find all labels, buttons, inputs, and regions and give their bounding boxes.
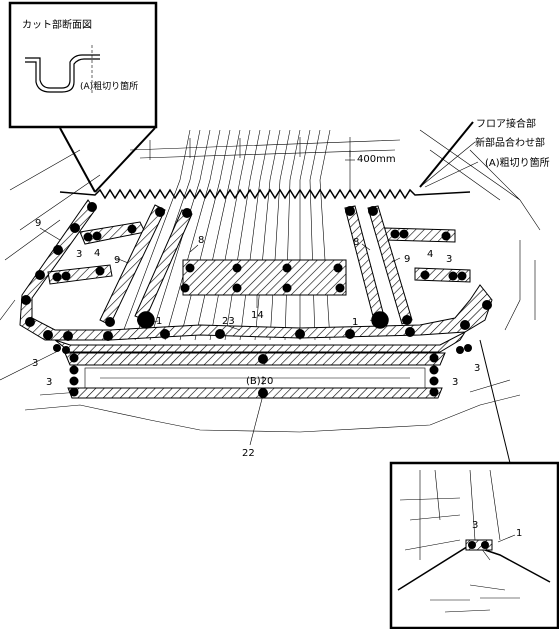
- label-3-right: 3: [446, 254, 452, 265]
- leader-lines: [39, 121, 511, 464]
- label-3-lower-right1: 3: [474, 363, 480, 374]
- center-panel: [182, 259, 347, 296]
- inset-cross-section: カット部断面図 (A)粗切り箇所: [8, 1, 158, 129]
- right-rails: [344, 205, 471, 325]
- inset-label-a: (A)粗切り箇所: [80, 80, 138, 92]
- callout-dimension: 400mm: [357, 154, 396, 165]
- callout-labels: フロア接合部 新部品合わせ部 (A)粗切り箇所 400mm: [357, 117, 550, 169]
- inset-detail: 3 1: [389, 461, 559, 629]
- inset-label-3: 3: [472, 520, 478, 531]
- callout-floor-joint: フロア接合部: [476, 117, 536, 130]
- label-3-lower-left1: 3: [32, 358, 38, 369]
- label-3-left: 3: [76, 249, 82, 260]
- label-9-left2: 9: [114, 255, 120, 266]
- label-4-left: 4: [94, 248, 100, 259]
- label-23: 23: [222, 316, 235, 327]
- label-22: 22: [242, 448, 255, 459]
- label-14: 14: [251, 310, 264, 321]
- cut-line: [59, 150, 471, 200]
- floor-perimeter-weld: [19, 199, 493, 399]
- label-8-left: 8: [198, 235, 204, 246]
- label-1-left: 1: [156, 316, 162, 327]
- label-8-right: 8: [353, 237, 359, 248]
- label-9-left: 9: [35, 218, 41, 229]
- inset-title: カット部断面図: [22, 18, 92, 31]
- inset-label-1: 1: [516, 528, 522, 539]
- label-3-lower-right2: 3: [452, 377, 458, 388]
- label-4-right: 4: [427, 249, 433, 260]
- label-1-right: 1: [352, 317, 358, 328]
- callout-new-parts: 新部品合わせ部: [475, 136, 545, 149]
- spot-welds: [21, 202, 492, 398]
- label-9-right: 9: [404, 254, 410, 265]
- label-3-lower-left2: 3: [46, 377, 52, 388]
- callout-rough-cut: (A)粗切り箇所: [485, 156, 550, 169]
- part-labels: 9 4 3 9 8 1 23 14 1 8 9 4 3 3 3 3 3 (B)2…: [32, 218, 480, 459]
- label-b20: (B)20: [246, 376, 273, 387]
